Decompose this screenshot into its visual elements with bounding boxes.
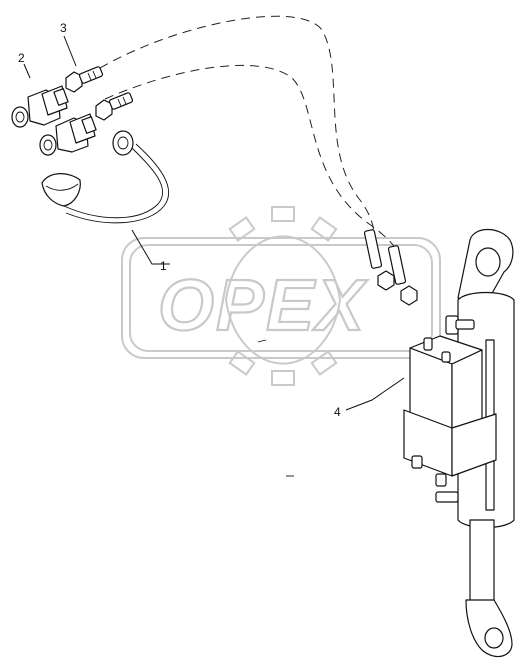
quick-coupler-lower — [39, 113, 97, 156]
callout-2: 2 — [18, 51, 25, 65]
watermark-text: OPEX — [158, 266, 368, 346]
quick-coupler-upper — [11, 85, 69, 128]
stray-mark — [257, 339, 267, 343]
callout-3: 3 — [60, 21, 67, 35]
hydraulic-cylinder — [363, 228, 515, 658]
hose-fitting-lower — [95, 92, 134, 121]
leader-lines — [23, 35, 405, 411]
callout-4: 4 — [334, 405, 341, 419]
callout-1: 1 — [160, 259, 167, 273]
opex-watermark-logo: OPEX — [121, 206, 441, 386]
dust-cap-strap — [41, 130, 170, 224]
hose-fitting-upper — [65, 66, 104, 93]
hydraulic-hoses — [99, 15, 398, 253]
